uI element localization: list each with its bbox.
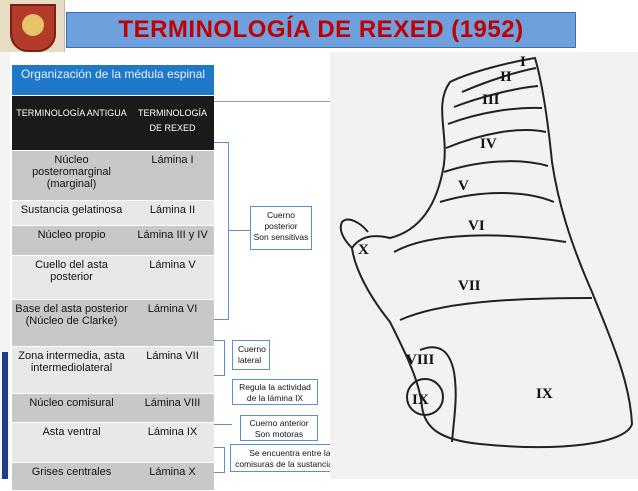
cell-new: Lámina VII <box>131 346 214 394</box>
lamina-boundary-8 <box>399 297 593 321</box>
lamina-boundary-5 <box>443 160 549 173</box>
cell-new: Lámina X <box>131 462 214 491</box>
lamina-boundary-2 <box>453 85 539 108</box>
lamina-boundary-6 <box>439 192 555 203</box>
left-accent-bar <box>2 352 8 479</box>
label-lamina-viii: VIII <box>406 352 435 368</box>
cell-old: Zona intermedia, asta intermediolateral <box>12 346 131 394</box>
diagram-background <box>330 52 638 479</box>
note-text: de la lámina IX <box>246 393 304 403</box>
cell-new: Lámina II <box>131 200 214 226</box>
note-text: Cuerno anterior <box>249 418 309 428</box>
cell-new: Lámina VI <box>131 299 214 347</box>
label-lamina-v: V <box>458 178 469 194</box>
coat-of-arms-icon <box>10 4 56 52</box>
note-text: Son sensitivas <box>253 232 309 242</box>
label-lamina-ix-circle: IX <box>412 392 429 408</box>
cell-old: Núcleo comisural <box>12 393 131 423</box>
note-text: Se encuentra entre las <box>249 448 335 458</box>
cell-new: Lámina VIII <box>131 393 214 423</box>
bracket-lateral <box>214 340 225 376</box>
label-lamina-vi: VI <box>468 218 485 234</box>
bracket-posterior <box>214 142 229 320</box>
note-lateral-horn: Cuerno lateral <box>232 340 270 370</box>
cell-new: Lámina IX <box>131 422 214 463</box>
lamina-ix-nucleus <box>406 378 444 416</box>
subtitle-box: Organización de la médula espinal <box>12 65 214 95</box>
bracket-x <box>214 447 225 473</box>
cell-new: Lámina III y IV <box>131 225 214 256</box>
divider-line <box>214 101 330 102</box>
left-decoration <box>0 52 10 479</box>
cell-old: Núcleo propio <box>12 225 131 256</box>
note-text: lateral <box>238 355 262 365</box>
lamina-boundary-1 <box>461 67 537 93</box>
note-anterior-horn: Cuerno anterior Son motoras <box>240 415 318 441</box>
title-bar: TERMINOLOGÍA DE REXED (1952) <box>66 12 576 48</box>
label-lamina-ii: II <box>500 69 512 85</box>
laminae-outlines <box>339 56 634 449</box>
rexed-laminae-diagram: I II III IV V VI VII VIII IX IX X <box>330 52 638 479</box>
note-text: Son motoras <box>254 429 304 439</box>
note-text: Cuerno <box>238 344 266 354</box>
lamina-boundary-7 <box>393 234 567 253</box>
table-row: Base del asta posterior (Núcleo de Clark… <box>12 299 214 347</box>
central-canal <box>339 218 369 249</box>
label-lamina-ix: IX <box>536 386 553 402</box>
page-title: TERMINOLOGÍA DE REXED (1952) <box>118 16 524 43</box>
cell-old: Núcleo posteromarginal (marginal) <box>12 150 131 201</box>
label-lamina-iv: IV <box>480 136 497 152</box>
note-text: Cuerno <box>267 210 295 220</box>
header-new: TERMINOLOGÍA DE REXED <box>131 96 214 151</box>
note-posterior-horn: Cuerno posterior Son sensitivas <box>250 206 312 250</box>
table-row: Núcleo posteromarginal (marginal)Lámina … <box>12 150 214 201</box>
lamina-labels: I II III IV V VI VII VIII IX IX X <box>358 54 553 408</box>
lamina-boundary-4 <box>445 129 547 149</box>
cell-new: Lámina I <box>131 150 214 201</box>
cell-old: Asta ventral <box>12 422 131 463</box>
connector-anterior <box>214 424 232 425</box>
lamina-boundary-9 <box>419 346 457 443</box>
university-logo <box>0 0 65 52</box>
cell-old: Sustancia gelatinosa <box>12 200 131 226</box>
connector-posterior <box>228 230 250 231</box>
label-lamina-x: X <box>358 242 369 258</box>
label-lamina-vii: VII <box>458 278 481 294</box>
note-text: comisuras de la sustancia gris <box>235 459 349 469</box>
note-text: posterior <box>264 221 298 231</box>
header-old: TERMINOLOGÍA ANTIGUA <box>12 96 131 151</box>
cell-old: Grises centrales <box>12 462 131 491</box>
cell-old: Base del asta posterior (Núcleo de Clark… <box>12 299 131 347</box>
note-lamina-viii: Regula la actividad de la lámina IX <box>232 379 318 405</box>
lamina-boundary-3 <box>447 106 543 125</box>
label-lamina-iii: III <box>482 92 500 108</box>
label-lamina-i: I <box>520 54 526 70</box>
terminology-table: TERMINOLOGÍA ANTIGUA TERMINOLOGÍA DE REX… <box>12 96 214 491</box>
table-header-row: TERMINOLOGÍA ANTIGUA TERMINOLOGÍA DE REX… <box>12 96 214 151</box>
cell-new: Lámina V <box>131 255 214 300</box>
note-text: Regula la actividad <box>239 382 311 392</box>
gray-matter-outline <box>350 56 634 449</box>
cell-old: Cuello del asta posterior <box>12 255 131 300</box>
